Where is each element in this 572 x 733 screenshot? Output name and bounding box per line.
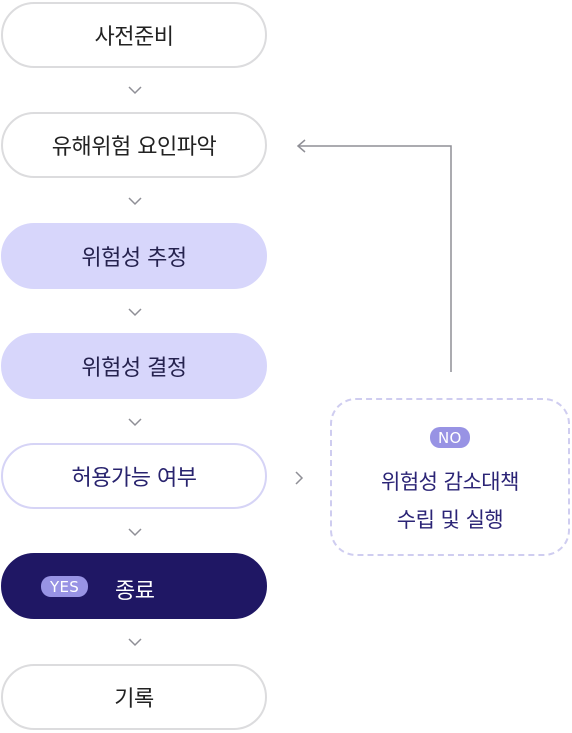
step-hazard-identification: 유해위험 요인파악 — [1, 112, 267, 178]
no-branch-box: NO 위험성 감소대책 수립 및 실행 — [330, 398, 570, 556]
step-record: 기록 — [1, 664, 267, 730]
step-risk-determination-label: 위험성 결정 — [81, 356, 187, 381]
no-badge: NO — [430, 427, 470, 448]
step-preparation-label: 사전준비 — [94, 25, 174, 50]
no-branch-line2: 수립 및 실행 — [396, 508, 504, 532]
step-end: YES 종료 — [1, 553, 267, 619]
step-hazard-identification-label: 유해위험 요인파악 — [51, 135, 217, 160]
step-acceptability-check-label: 허용가능 여부 — [71, 466, 197, 491]
chevron-down-icon — [128, 308, 142, 317]
chevron-down-icon — [128, 638, 142, 647]
chevron-down-icon — [128, 86, 142, 95]
step-end-label: 종료 — [115, 579, 155, 604]
chevron-right-icon — [295, 471, 304, 485]
step-risk-determination: 위험성 결정 — [1, 333, 267, 399]
step-record-label: 기록 — [114, 687, 154, 712]
chevron-down-icon — [128, 418, 142, 427]
feedback-line — [299, 145, 452, 372]
yes-badge: YES — [41, 576, 89, 597]
step-acceptability-check: 허용가능 여부 — [1, 443, 267, 509]
step-preparation: 사전준비 — [1, 2, 267, 68]
chevron-down-icon — [128, 528, 142, 537]
arrow-left-icon — [296, 139, 306, 153]
chevron-down-icon — [128, 197, 142, 206]
no-branch-line1: 위험성 감소대책 — [381, 470, 519, 494]
step-risk-estimation: 위험성 추정 — [1, 223, 267, 289]
step-risk-estimation-label: 위험성 추정 — [81, 246, 187, 271]
